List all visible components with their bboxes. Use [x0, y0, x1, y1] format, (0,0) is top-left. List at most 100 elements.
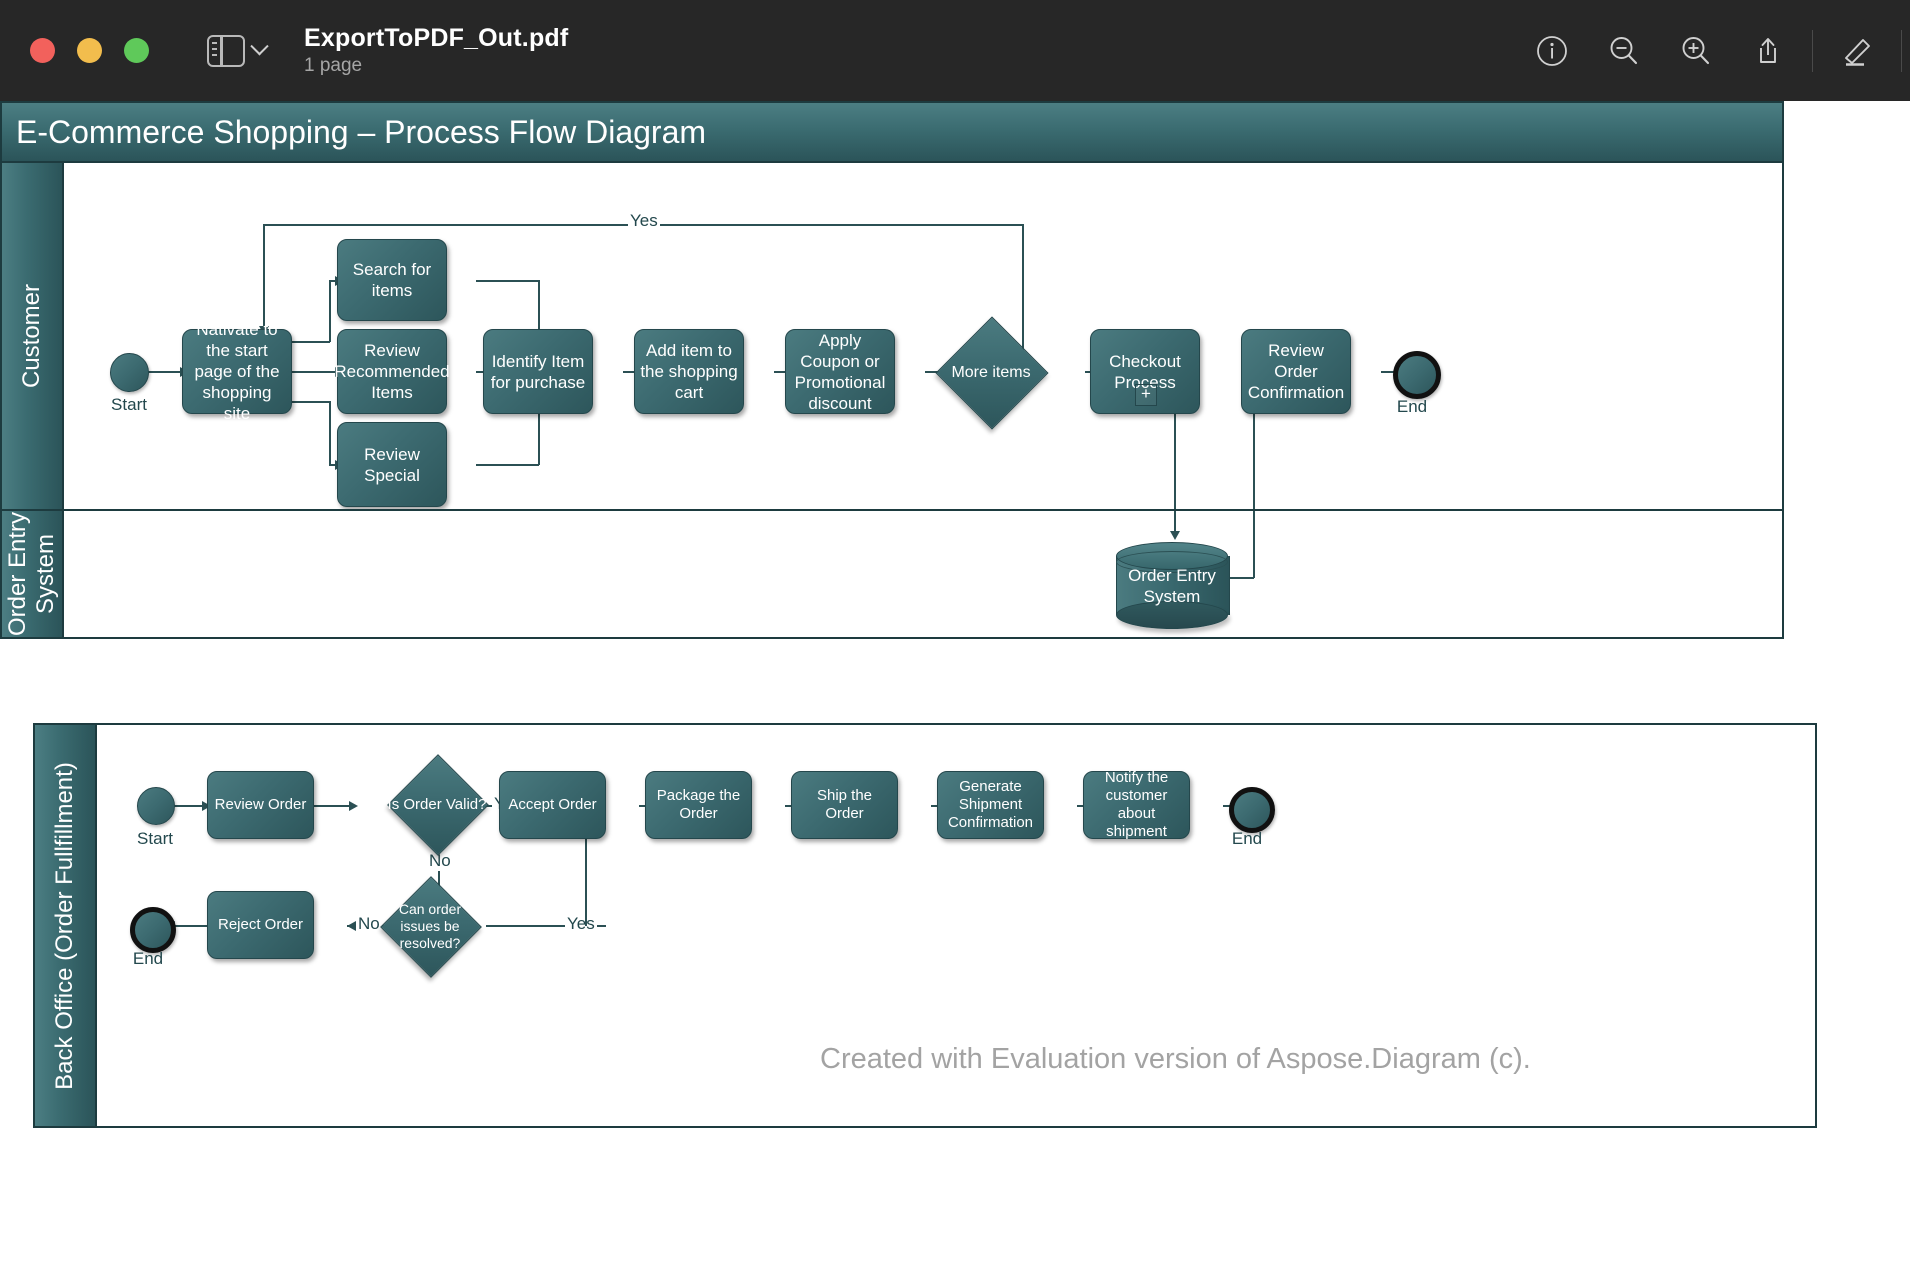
- lane-header-customer: Customer: [2, 163, 64, 509]
- share-button[interactable]: [1732, 0, 1804, 101]
- task-review-order-confirmation[interactable]: Review Order Confirmation: [1241, 329, 1351, 414]
- connector-resolve-yes-a: [486, 925, 606, 927]
- lane-label-back-office: Back Office (Order Fullfillment): [51, 761, 79, 1090]
- share-icon: [1760, 37, 1776, 63]
- datastore-bottom: [1116, 601, 1228, 629]
- task-review-special[interactable]: Review Special: [337, 422, 447, 507]
- gateway-can-order-issues-be-resolved[interactable]: Can order issues be resolved?: [380, 876, 482, 978]
- task-search-for-items[interactable]: Search for items: [337, 239, 447, 321]
- task-accept-order[interactable]: Accept Order: [499, 771, 606, 839]
- connector-navigate-reviewrec: [290, 371, 338, 373]
- task-ship-the-order[interactable]: Ship the Order: [791, 771, 898, 839]
- connector-navigate-search-b: [329, 281, 331, 342]
- chevron-down-icon[interactable]: [250, 37, 269, 56]
- task-generate-shipment-confirmation[interactable]: Generate Shipment Confirmation: [937, 771, 1044, 839]
- edge-label-resolve-yes: Yes: [565, 914, 597, 934]
- arrowhead: [349, 800, 358, 811]
- diagram-title: E-Commerce Shopping – Process Flow Diagr…: [0, 101, 1784, 163]
- sidebar-toggle-group[interactable]: [207, 34, 269, 67]
- connector-navigate-reviewspec-c: [329, 464, 337, 466]
- document-meta: ExportToPDF_Out.pdf 1 page: [304, 23, 568, 79]
- end-event-label-bottom: End: [132, 949, 164, 968]
- subprocess-expand-marker[interactable]: +: [1135, 384, 1157, 406]
- connector-db-out-b: [1217, 577, 1254, 579]
- task-apply-coupon[interactable]: Apply Coupon or Promotional discount: [785, 329, 895, 414]
- connector-resolve-yes-b: [585, 821, 587, 926]
- info-button[interactable]: [1516, 0, 1588, 101]
- datastore-label: Order Entry System: [1128, 565, 1216, 606]
- task-review-recommended-items[interactable]: Review Recommended Items: [334, 329, 450, 414]
- minimize-button[interactable]: [77, 38, 102, 63]
- document-title: ExportToPDF_Out.pdf: [304, 23, 569, 52]
- gateway-is-order-valid[interactable]: Is Order Valid?: [387, 754, 489, 856]
- gateway-more-items[interactable]: More items: [935, 316, 1049, 430]
- zoom-in-button[interactable]: [1660, 0, 1732, 101]
- connector-navigate-search-c: [329, 280, 337, 282]
- connector-navigate-reviewspec-b: [329, 401, 331, 465]
- pool-ecommerce: E-Commerce Shopping – Process Flow Diagr…: [0, 101, 1784, 789]
- close-button[interactable]: [30, 38, 55, 63]
- end-event-customer[interactable]: [1393, 351, 1441, 399]
- task-package-the-order[interactable]: Package the Order: [645, 771, 752, 839]
- connector-loop-yes-c: [263, 224, 265, 330]
- start-event-label: Start: [111, 395, 147, 414]
- zoom-out-icon: [1610, 36, 1638, 64]
- datastore-top-rim: [1116, 551, 1228, 573]
- sidebar-icon[interactable]: [207, 34, 245, 67]
- lane-header-back-office: Back Office (Order Fullfillment): [35, 725, 97, 1126]
- start-event-back-office[interactable]: [137, 787, 175, 825]
- subprocess-checkout[interactable]: Checkout Process: [1090, 329, 1200, 414]
- connector-search-identify-b: [538, 280, 540, 338]
- pdf-page: E-Commerce Shopping – Process Flow Diagr…: [0, 101, 1910, 1278]
- lane-back-office: Back Office (Order Fullfillment) Yes No …: [33, 723, 1817, 1128]
- markup-button[interactable]: [1821, 0, 1893, 101]
- datastore-order-entry-system[interactable]: Order Entry System: [1116, 542, 1230, 629]
- gateway-label: Is Order Valid?: [387, 795, 487, 813]
- task-navigate-start-page[interactable]: Nativate to the start page of the shoppi…: [182, 320, 292, 423]
- connector-into-db: [1174, 511, 1176, 534]
- lane-label-customer: Customer: [18, 283, 45, 389]
- toolbar-right: [1516, 0, 1910, 101]
- connector-checkout-db-a: [1174, 403, 1176, 515]
- zoom-out-button[interactable]: [1588, 0, 1660, 101]
- gateway-label: More items: [951, 363, 1031, 381]
- zoom-in-icon: [1682, 36, 1710, 64]
- edge-label-resolve-no: No: [356, 914, 382, 934]
- end-event-back-office-top[interactable]: [1229, 787, 1275, 833]
- task-notify-customer[interactable]: Notify the customer about shipment: [1083, 769, 1190, 840]
- connector-loop-yes-a: [1022, 224, 1024, 371]
- arrowhead: [347, 920, 356, 931]
- connector-start-navigate: [144, 371, 182, 373]
- info-icon: [1537, 35, 1567, 66]
- task-review-order[interactable]: Review Order: [207, 771, 314, 839]
- end-event-label: End: [1396, 397, 1428, 416]
- connector-db-revconf-a: [1253, 371, 1255, 515]
- toolbar-divider-2: [1901, 29, 1902, 72]
- markup-pen-icon: [1845, 38, 1870, 66]
- evaluation-watermark: Created with Evaluation version of Aspos…: [820, 1043, 1531, 1075]
- traffic-light-buttons: [30, 38, 149, 63]
- toolbar-divider: [1812, 29, 1813, 72]
- connector-reject-end: [169, 925, 209, 927]
- connector-navigate-search-a: [290, 341, 330, 343]
- connector-search-identify-a: [476, 280, 539, 282]
- end-event-back-office-bottom[interactable]: [130, 907, 176, 953]
- window-titlebar: ExportToPDF_Out.pdf 1 page: [0, 0, 1910, 101]
- lane-customer: Customer: [0, 161, 1784, 515]
- task-add-item-to-cart[interactable]: Add item to the shopping cart: [634, 329, 744, 414]
- connector-bo-start-review: [169, 805, 205, 807]
- edge-label-valid-no: No: [427, 851, 453, 871]
- start-event-customer[interactable]: [110, 353, 149, 392]
- connector-db-out-a: [1253, 511, 1255, 578]
- connector-reviewspec-identify-a: [476, 464, 539, 466]
- task-identify-item-for-purchase[interactable]: Identify Item for purchase: [483, 329, 593, 414]
- connector-reviewspec-identify-b: [538, 406, 540, 465]
- arrowhead: [1169, 531, 1180, 540]
- task-reject-order[interactable]: Reject Order: [207, 891, 314, 959]
- zoom-button[interactable]: [124, 38, 149, 63]
- connector-review-isvalid: [314, 805, 352, 807]
- start-event-label-back-office: Start: [137, 829, 173, 848]
